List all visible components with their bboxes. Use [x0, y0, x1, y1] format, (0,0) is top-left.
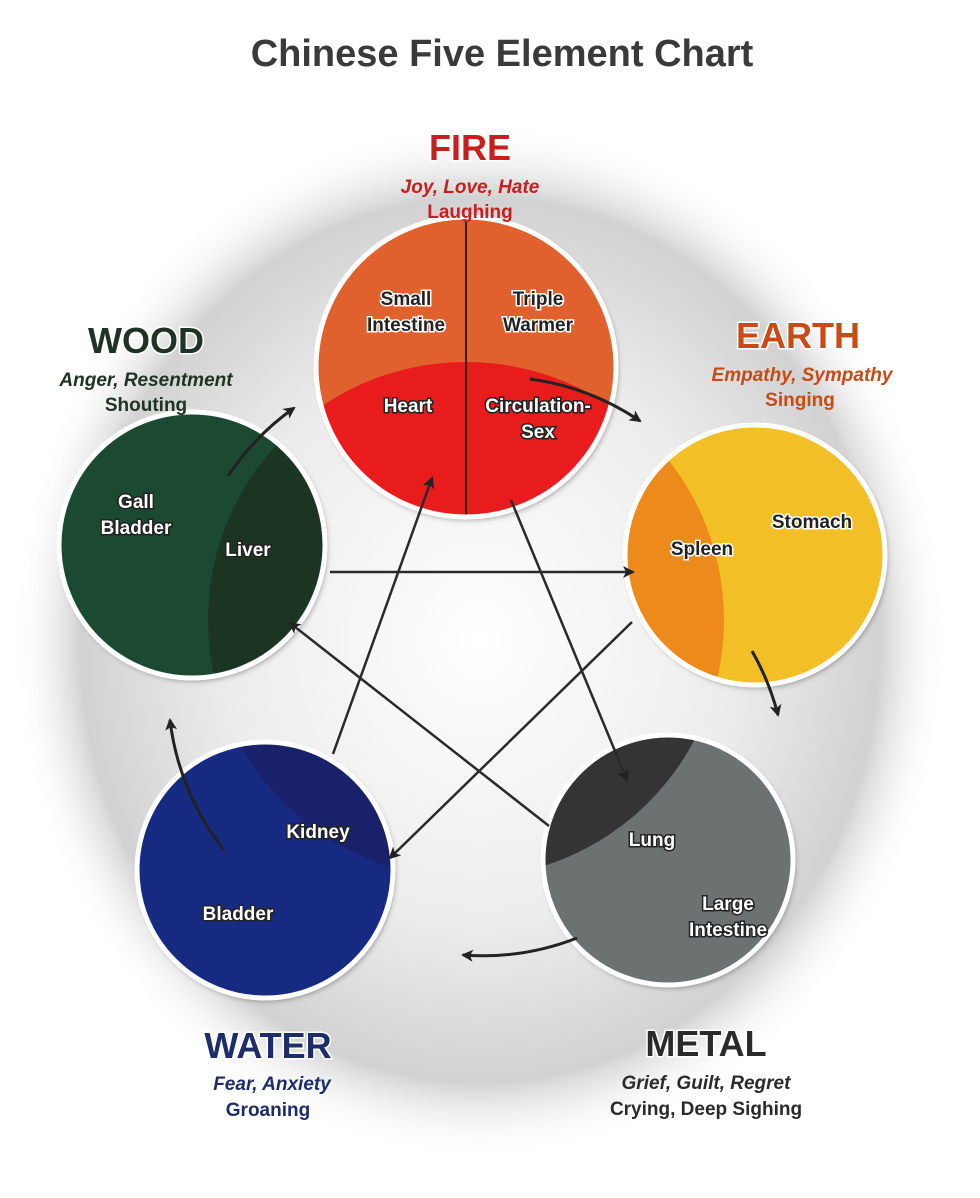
cycle-arrow-wood-fire [226, 406, 296, 477]
star-arrow-metal-wood [288, 621, 550, 827]
fire-sound: Laughing [427, 202, 512, 223]
organ-bladder: Bladder [203, 904, 274, 925]
organ-gall-bladder-line1: Gall [118, 492, 154, 513]
chart-title: Chinese Five Element Chart [251, 33, 754, 75]
organ-spleen: Spleen [671, 539, 733, 560]
star-arrow-earth-water [388, 621, 633, 860]
organ-large-intestine-line1: Large [702, 894, 754, 915]
organ-kidney: Kidney [286, 822, 350, 843]
cycle-arrow-earth-metal [750, 650, 782, 717]
organ-large-intestine-line2: Intestine [689, 920, 767, 941]
water-circle-rim [134, 739, 396, 1001]
controlling-cycle [288, 476, 635, 860]
earth-sound: Singing [765, 390, 835, 411]
generating-cycle [165, 377, 782, 962]
water-label-group: WATER Fear, Anxiety Groaning [203, 1024, 333, 1122]
water-name: WATER [204, 1025, 331, 1066]
organ-stomach: Stomach [772, 512, 852, 533]
wood-circle-rim [56, 409, 328, 681]
cycle-arrow-metal-water [461, 936, 578, 962]
metal-sound: Crying, Deep Sighing [610, 1099, 802, 1120]
organ-small-intestine-line2: Intestine [367, 315, 445, 336]
organ-small-intestine-line1: Small [381, 289, 432, 310]
metal-label-group: METAL Grief, Guilt, Regret Crying, Deep … [610, 1022, 802, 1121]
wood-sound: Shouting [105, 395, 187, 416]
metal-name: METAL [645, 1023, 766, 1064]
organ-lung: Lung [629, 830, 675, 851]
fire-circle-rim [313, 214, 619, 520]
metal-circle-rim [540, 732, 796, 988]
metal-emotions: Grief, Guilt, Regret [622, 1073, 792, 1094]
organ-gall-bladder-line2: Bladder [101, 518, 172, 539]
organ-triple-warmer-line2: Warmer [503, 315, 574, 336]
organ-heart: Heart [384, 396, 433, 417]
water-emotions: Fear, Anxiety [213, 1074, 332, 1095]
organ-liver: Liver [225, 540, 271, 561]
wood-name: WOOD [88, 320, 204, 361]
water-sound: Groaning [226, 1100, 310, 1121]
fire-label-group: FIRE Joy, Love, Hate Laughing [401, 126, 540, 224]
earth-name: EARTH [736, 315, 860, 356]
wood-label-group: WOOD Anger, Resentment Shouting [58, 319, 233, 417]
organ-circulation-sex-line2: Sex [521, 422, 555, 443]
cycle-arrow-fire-earth [529, 377, 642, 423]
earth-circle-rim [622, 422, 888, 688]
fire-emotions: Joy, Love, Hate [401, 177, 540, 198]
star-arrow-water-fire [331, 476, 435, 755]
cycle-arrow-water-wood [165, 718, 226, 851]
earth-emotions: Empathy, Sympathy [712, 365, 894, 386]
fire-name: FIRE [429, 127, 511, 168]
earth-label-group: EARTH Empathy, Sympathy Singing [712, 314, 894, 412]
organ-circulation-sex-line1: Circulation- [485, 396, 591, 417]
wood-emotions: Anger, Resentment [58, 370, 233, 391]
star-arrow-fire-metal [509, 499, 629, 782]
organ-triple-warmer-line1: Triple [513, 289, 564, 310]
